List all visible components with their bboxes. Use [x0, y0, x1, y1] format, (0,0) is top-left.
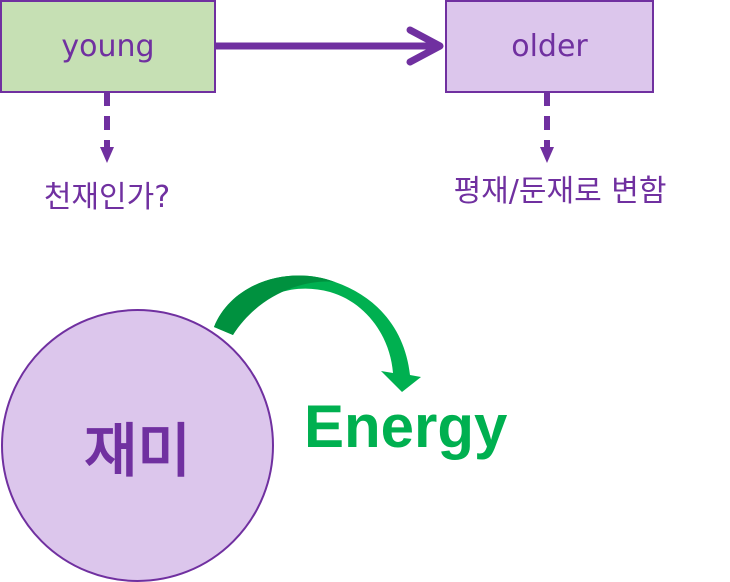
older-node: older — [445, 0, 654, 93]
young-node: young — [0, 0, 216, 93]
circle-label: 재미 — [84, 416, 191, 485]
fun-circle: 재미 — [1, 309, 274, 582]
older-note: 평재/둔재로 변함 — [453, 174, 667, 209]
energy-label: Energy — [304, 393, 508, 460]
older-dashed-arrow — [540, 92, 554, 163]
young-to-older-arrow — [215, 26, 444, 66]
curved-green-arrow-icon — [214, 275, 421, 392]
young-note: 천재인가? — [43, 180, 171, 215]
young-dashed-arrow — [100, 92, 114, 163]
older-label: older — [511, 29, 588, 64]
young-label: young — [61, 29, 155, 64]
